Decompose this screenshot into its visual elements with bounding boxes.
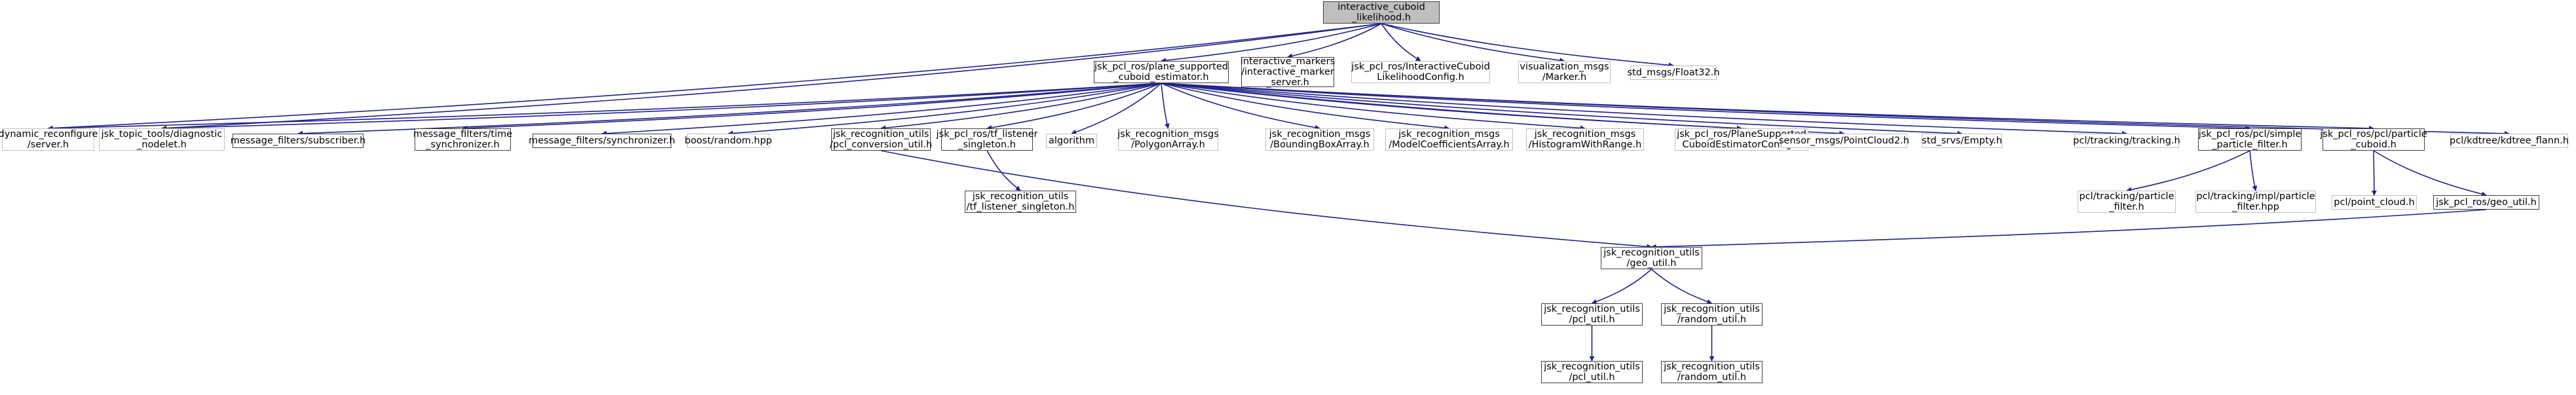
edge-plane_sup-to-psce_cfg — [1161, 83, 1742, 131]
graph-node-pc2[interactable]: sensor_msgs/PointCloud2.h — [1779, 134, 1909, 148]
graph-node-float32[interactable]: std_msgs/Float32.h — [1627, 66, 1720, 80]
edge-plane_sup-to-boost_rnd — [728, 83, 1162, 136]
edge-plane_sup-to-algorithm — [1071, 83, 1162, 135]
edge-plane_sup-to-bbox — [1161, 83, 1320, 130]
graph-node-rnd_util2[interactable]: jsk_recognition_utils /random_util.h — [1661, 361, 1763, 383]
graph-node-geo_util_j[interactable]: jsk_pcl_ros/geo_util.h — [2433, 195, 2539, 210]
graph-node-tf_single[interactable]: jsk_pcl_ros/tf_listener _singleton.h — [936, 128, 1038, 151]
graph-node-simple_pf[interactable]: jsk_pcl_ros/pcl/simple _particle_filter.… — [2198, 128, 2302, 151]
graph-node-pcl_conv[interactable]: jsk_recognition_utils /pcl_conversion_ut… — [829, 128, 933, 151]
graph-node-mf_time[interactable]: message_filters/time _synchronizer.h — [413, 128, 513, 151]
graph-node-mf_sub[interactable]: message_filters/subscriber.h — [231, 134, 365, 148]
graph-node-plane_sup[interactable]: jsk_pcl_ros/plane_supported _cuboid_esti… — [1094, 61, 1229, 83]
edge-root-to-im_server — [1287, 23, 1382, 59]
graph-node-rnd_util1[interactable]: jsk_recognition_utils /random_util.h — [1661, 303, 1763, 326]
graph-node-empty[interactable]: std_srvs/Empty.h — [1922, 134, 2002, 148]
graph-node-boost_rnd[interactable]: boost/random.hpp — [684, 134, 772, 148]
edge-plane_sup-to-modelcoef — [1161, 83, 1450, 131]
graph-node-pf_hpp[interactable]: pcl/tracking/impl/particle _filter.hpp — [2195, 191, 2316, 213]
graph-node-mf_sync[interactable]: message_filters/synchronizer.h — [529, 134, 675, 148]
edge-root-to-float32 — [1381, 23, 1674, 68]
edge-simple_pf-to-pf_h — [2126, 150, 2250, 193]
edge-plane_sup-to-kdtree — [1161, 83, 2510, 136]
graph-node-icl_config[interactable]: jsk_pcl_ros/InteractiveCuboid Likelihood… — [1351, 61, 1490, 83]
graph-node-diag_nodel[interactable]: jsk_topic_tools/diagnostic _nodelet.h — [99, 128, 225, 151]
graph-node-pcl_util2[interactable]: jsk_recognition_utils /pcl_util.h — [1541, 361, 1643, 383]
graph-node-tracking[interactable]: pcl/tracking/tracking.h — [2073, 134, 2180, 148]
edge-plane_sup-to-mf_sync — [601, 83, 1162, 136]
graph-node-modelcoef[interactable]: jsk_recognition_msgs /ModelCoefficientsA… — [1385, 128, 1513, 151]
edge-tf_single-to-tf_utils — [986, 150, 1021, 191]
edge-plane_sup-to-pc2 — [1161, 83, 1845, 136]
edge-simple_pf-to-pf_hpp — [2249, 150, 2258, 191]
edge-part_cub-to-geo_util_j — [2373, 150, 2487, 197]
edge-plane_sup-to-mf_time — [462, 83, 1162, 131]
edge-plane_sup-to-pcl_conv — [880, 83, 1162, 131]
graph-node-root[interactable]: interactive_cuboid _likelihood.h — [1323, 1, 1440, 24]
graph-node-algorithm[interactable]: algorithm — [1046, 134, 1097, 148]
edge-plane_sup-to-empty — [1161, 83, 1963, 136]
graph-node-bbox[interactable]: jsk_recognition_msgs /BoundingBoxArray.h — [1265, 128, 1374, 151]
graph-node-part_cub[interactable]: jsk_pcl_ros/pcl/particle _cuboid.h — [2320, 128, 2427, 151]
edge-root-to-plane_sup — [1161, 23, 1382, 64]
graph-node-geo_util[interactable]: jsk_recognition_utils /geo_util.h — [1601, 247, 1702, 269]
graph-node-vis_marker[interactable]: visualization_msgs /Marker.h — [1518, 61, 1611, 83]
graph-node-im_server[interactable]: interactive_markers /interactive_marker … — [1240, 56, 1335, 88]
edge-geo_util-to-pcl_util1 — [1591, 269, 1652, 305]
edge-plane_sup-to-simple_pf — [1161, 83, 2250, 131]
edge-plane_sup-to-tracking — [1161, 83, 2127, 136]
edge-root-to-vis_marker — [1381, 23, 1565, 64]
graph-node-pcl_util1[interactable]: jsk_recognition_utils /pcl_util.h — [1541, 303, 1643, 326]
edge-plane_sup-to-diag_nodel — [161, 83, 1162, 131]
graph-node-polygon[interactable]: jsk_recognition_msgs /PolygonArray.h — [1117, 128, 1219, 151]
graph-node-dyn_recfg[interactable]: dynamic_reconfigure /server.h — [0, 128, 98, 151]
edge-root-to-icl_config — [1381, 23, 1421, 62]
edge-geo_util-to-rnd_util1 — [1651, 269, 1713, 305]
graph-node-point_cloud[interactable]: pcl/point_cloud.h — [2332, 195, 2417, 210]
edge-geo_util_j-to-geo_util — [1651, 209, 2487, 250]
edge-plane_sup-to-tf_single — [986, 83, 1162, 130]
graph-node-tf_utils[interactable]: jsk_recognition_utils /tf_listener_singl… — [965, 191, 1076, 213]
graph-node-kdtree[interactable]: pcl/kdtree/kdtree_flann.h — [2450, 134, 2569, 148]
edge-plane_sup-to-part_cub — [1161, 83, 2374, 131]
edge-plane_sup-to-histrange — [1161, 83, 1586, 131]
edge-plane_sup-to-mf_sub — [297, 83, 1162, 136]
graph-node-pf_h[interactable]: pcl/tracking/particle _filter.h — [2078, 191, 2176, 213]
edge-plane_sup-to-polygon — [1161, 83, 1170, 129]
edge-plane_sup-to-dyn_recfg — [47, 83, 1162, 131]
graph-node-histrange[interactable]: jsk_recognition_msgs /HistogramWithRange… — [1526, 128, 1644, 151]
